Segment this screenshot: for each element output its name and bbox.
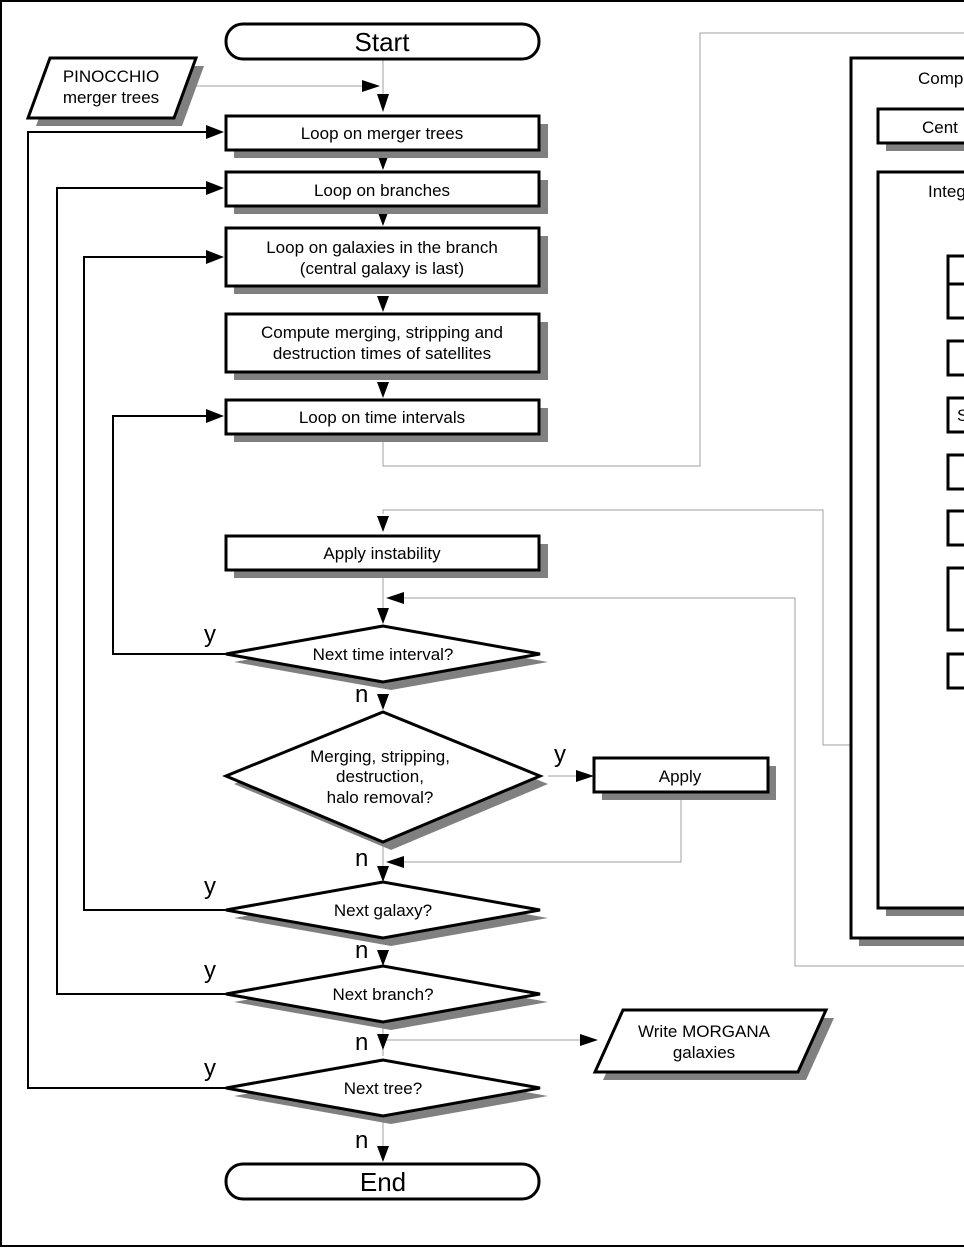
write-output: Write MORGANA galaxies xyxy=(592,1008,834,1080)
process-apply-instability: Apply instability xyxy=(224,534,548,578)
end-label: End xyxy=(360,1167,406,1197)
no-label: n xyxy=(355,1127,368,1154)
decision-merging: Merging, stripping, destruction, halo re… xyxy=(222,710,548,850)
end-terminal: End xyxy=(224,1162,541,1201)
write-label-1: Write MORGANA xyxy=(638,1022,771,1041)
pinocchio-label-1: PINOCCHIO xyxy=(63,67,159,86)
process-loop-branches: Loop on branches xyxy=(224,170,548,214)
compute-times-label-2: destruction times of satellites xyxy=(273,344,491,363)
no-label: n xyxy=(355,937,368,964)
no-label: n xyxy=(355,681,368,708)
loop-galaxies-label-2: (central galaxy is last) xyxy=(300,259,464,278)
loop-trees-label: Loop on merger trees xyxy=(301,124,464,143)
pinocchio-label-2: merger trees xyxy=(63,88,159,107)
apply-instability-label: Apply instability xyxy=(323,544,441,563)
right-panel: Comp Cent Integ S xyxy=(849,56,964,946)
next-time-label: Next time interval? xyxy=(313,645,454,664)
yes-label: y xyxy=(204,873,216,900)
next-branch-label: Next branch? xyxy=(332,985,433,1004)
right-cent-label: Cent xyxy=(922,118,958,137)
no-label: n xyxy=(355,1029,368,1056)
loop-branches-label: Loop on branches xyxy=(314,181,450,200)
decision-next-time: Next time interval? xyxy=(225,624,548,690)
right-s-label: S xyxy=(957,406,964,425)
process-compute-times: Compute merging, stripping and destructi… xyxy=(224,312,548,380)
yes-label: y xyxy=(204,1055,216,1082)
start-terminal: Start xyxy=(224,22,541,61)
loop-time-label: Loop on time intervals xyxy=(299,408,465,427)
yes-label: y xyxy=(554,741,566,768)
branch-labels: y n y n y n y n y n y y xyxy=(204,621,935,1154)
compute-times-label-1: Compute merging, stripping and xyxy=(261,323,503,342)
next-tree-label: Next tree? xyxy=(344,1079,422,1098)
apply-label: Apply xyxy=(659,767,702,786)
process-loop-time: Loop on time intervals xyxy=(224,398,548,442)
yes-label: y xyxy=(204,957,216,984)
next-galaxy-label: Next galaxy? xyxy=(334,901,432,920)
process-loop-galaxies: Loop on galaxies in the branch (central … xyxy=(224,226,548,294)
process-apply: Apply xyxy=(592,756,776,800)
decision-next-tree: Next tree? xyxy=(225,1058,548,1124)
merging-label-3: halo removal? xyxy=(327,788,434,807)
start-label: Start xyxy=(355,27,411,57)
loop-lines xyxy=(27,131,226,1089)
merging-label-2: destruction, xyxy=(336,767,424,786)
process-loop-trees: Loop on merger trees xyxy=(224,114,548,158)
no-label: n xyxy=(355,845,368,872)
decision-next-branch: Next branch? xyxy=(225,964,548,1030)
yes-label: y xyxy=(204,621,216,648)
pinocchio-input: PINOCCHIO merger trees xyxy=(25,56,204,126)
merging-label-1: Merging, stripping, xyxy=(310,747,450,766)
loop-arrowheads xyxy=(206,125,224,423)
write-label-2: galaxies xyxy=(673,1043,735,1062)
right-integ-label: Integ xyxy=(928,182,964,201)
right-comp-label: Comp xyxy=(918,69,963,88)
decision-next-galaxy: Next galaxy? xyxy=(225,880,548,946)
loop-galaxies-label-1: Loop on galaxies in the branch xyxy=(266,238,498,257)
